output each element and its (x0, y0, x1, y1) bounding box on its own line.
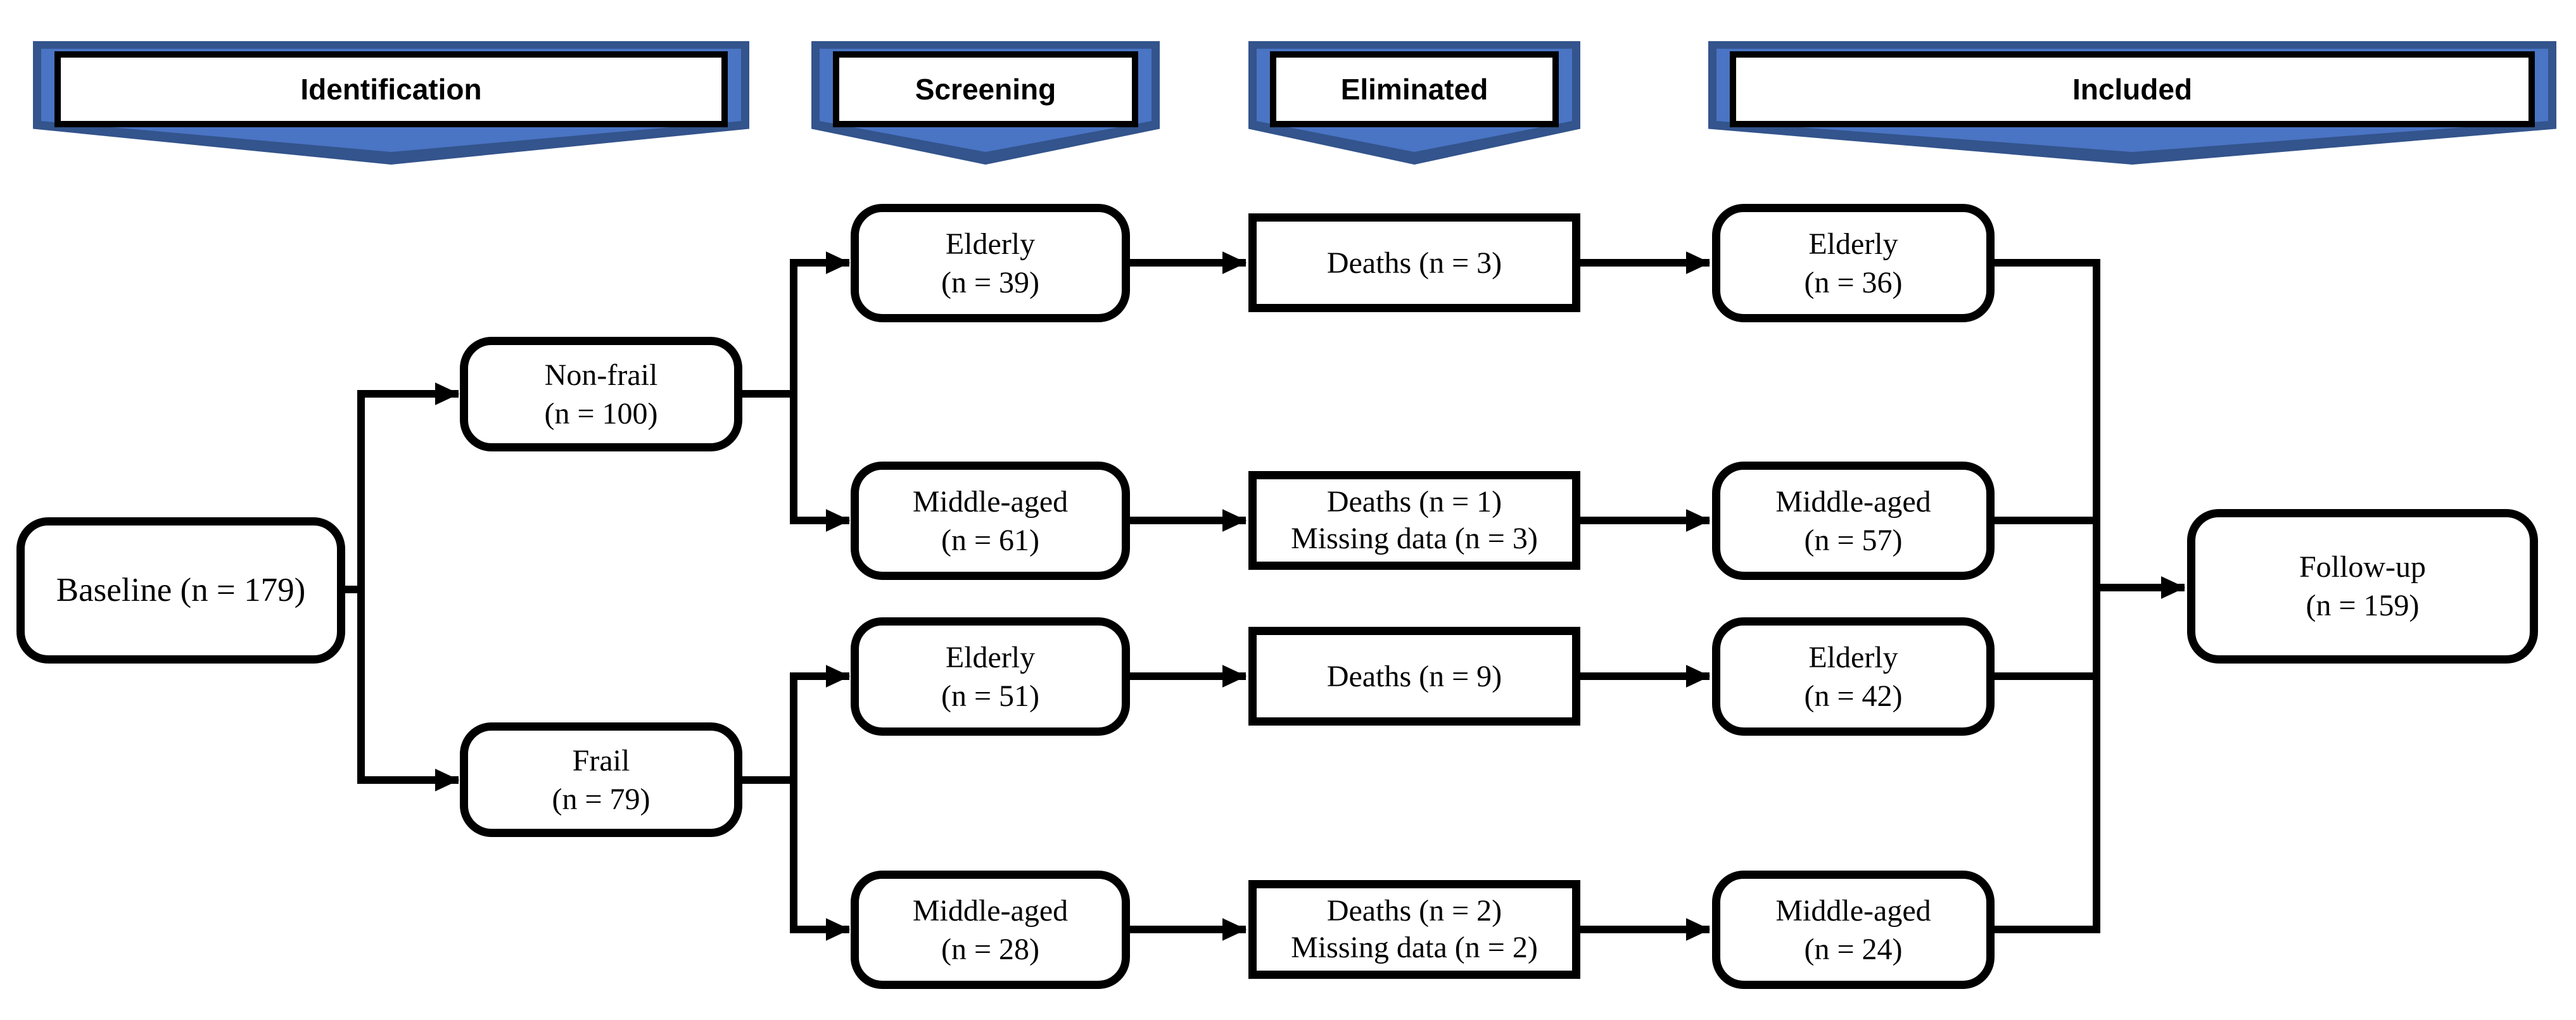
node-line: Elderly (1808, 227, 1898, 261)
node-line: (n = 61) (941, 523, 1040, 557)
node-line: Middle-aged (912, 893, 1069, 928)
banner-included: Included (1708, 41, 2556, 165)
node-line: Baseline (n = 179) (56, 572, 306, 608)
node-line: (n = 28) (941, 932, 1040, 966)
node-line: (n = 100) (544, 396, 658, 431)
node-line: (n = 24) (1804, 932, 1903, 966)
banner-label-box: Identification (54, 51, 728, 127)
node-line: Frail (572, 743, 630, 778)
node-line: Middle-aged (1775, 893, 1931, 928)
node-non-frail: Non-frail (n = 100) (460, 337, 742, 451)
node-baseline: Baseline (n = 179) (16, 517, 345, 664)
node-eliminated-nonfrail-middle: Deaths (n = 1) Missing data (n = 3) (1248, 471, 1580, 570)
node-screening-middle-frail: Middle-aged (n = 28) (851, 871, 1130, 989)
banner-eliminated: Eliminated (1248, 41, 1580, 165)
node-line: Missing data (n = 3) (1291, 522, 1538, 555)
node-line: Deaths (n = 1) (1326, 485, 1502, 519)
node-line: Follow-up (2299, 550, 2426, 584)
node-screening-elderly-frail: Elderly (n = 51) (851, 617, 1130, 736)
banner-label-box: Included (1730, 51, 2535, 127)
node-line: Elderly (945, 640, 1036, 674)
node-line: Non-frail (544, 358, 658, 392)
node-line: Elderly (945, 227, 1036, 261)
node-line: Elderly (1808, 640, 1898, 674)
node-line: (n = 42) (1804, 679, 1903, 713)
node-line: (n = 39) (941, 265, 1040, 299)
banner-label-identification: Identification (300, 73, 482, 106)
node-included-frail-elderly: Elderly (n = 42) (1712, 617, 1995, 736)
node-follow-up: Follow-up (n = 159) (2187, 509, 2538, 664)
node-line: (n = 51) (941, 679, 1040, 713)
node-eliminated-frail-elderly: Deaths (n = 9) (1248, 627, 1580, 726)
node-line: (n = 36) (1804, 265, 1903, 299)
banner-identification: Identification (33, 41, 749, 165)
banner-label-box: Eliminated (1270, 51, 1559, 127)
node-line: Deaths (n = 9) (1326, 659, 1502, 693)
node-line: (n = 159) (2306, 589, 2420, 622)
banner-label-included: Included (2072, 73, 2193, 106)
node-line: Missing data (n = 2) (1291, 931, 1538, 964)
node-line: (n = 57) (1804, 523, 1903, 557)
node-frail: Frail (n = 79) (460, 722, 742, 837)
banner-label-eliminated: Eliminated (1340, 73, 1488, 106)
banner-label-box: Screening (833, 51, 1138, 127)
node-included-frail-middle: Middle-aged (n = 24) (1712, 871, 1995, 989)
node-screening-elderly-nonfrail: Elderly (n = 39) (851, 204, 1130, 322)
node-line: Middle-aged (912, 484, 1069, 519)
node-line: Middle-aged (1775, 484, 1931, 519)
node-included-nonfrail-middle: Middle-aged (n = 57) (1712, 462, 1995, 580)
node-screening-middle-nonfrail: Middle-aged (n = 61) (851, 462, 1130, 580)
node-included-nonfrail-elderly: Elderly (n = 36) (1712, 204, 1995, 322)
banner-screening: Screening (811, 41, 1160, 165)
node-line: (n = 79) (552, 782, 650, 816)
node-line: Deaths (n = 3) (1326, 246, 1502, 280)
node-line: Deaths (n = 2) (1326, 894, 1502, 928)
node-eliminated-frail-middle: Deaths (n = 2) Missing data (n = 2) (1248, 880, 1580, 979)
node-eliminated-nonfrail-elderly: Deaths (n = 3) (1248, 213, 1580, 312)
banner-label-screening: Screening (915, 73, 1056, 106)
